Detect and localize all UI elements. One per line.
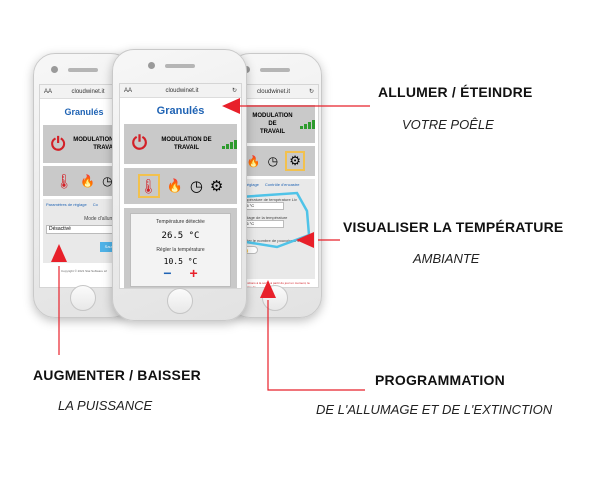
logo-text: Granulés [156, 105, 205, 117]
url-text[interactable]: cloudwinet.it [256, 88, 290, 95]
logo: Granulés [120, 98, 241, 124]
status-panel: ⏻ MODULATION DE TRAVAIL [124, 124, 237, 164]
annotation-boost-sub: LA PUISSANCE [58, 398, 153, 413]
function-icons: 🌡 🔥 ◷ ⚙ [124, 168, 237, 204]
annotation-temp-sub: AMBIANTE [413, 251, 480, 266]
temperature-panel: Température détectée 26.5 °C Régler la t… [124, 208, 237, 288]
mode-label: Mode d'allumage [84, 216, 122, 222]
temp-detected-label: Température détectée [156, 219, 205, 225]
reload-icon[interactable]: ↻ [308, 89, 314, 95]
clock-icon[interactable]: ◷ [267, 154, 279, 168]
cyan-path [239, 191, 311, 249]
camera [147, 62, 155, 69]
browser-url-bar[interactable]: AA cloudwinet.it [40, 85, 128, 99]
clock-icon[interactable]: ◷ [189, 178, 203, 195]
power-icon[interactable]: ⏻ [132, 133, 148, 154]
flame-icon[interactable]: 🔥 [246, 155, 261, 168]
function-icons: 🌡 🔥 ◷ [43, 166, 125, 196]
browser-url-bar[interactable]: AA cloudwinet.it ↻ [120, 84, 241, 98]
text-size-button[interactable]: AA [124, 87, 133, 94]
annotation-prog-sub: DE L'ALLUMAGE ET DE L'EXTINCTION [316, 402, 553, 417]
gear-icon[interactable]: ⚙ [285, 151, 306, 171]
thermometer-icon[interactable]: 🌡 [55, 172, 74, 189]
thermometer-icon[interactable]: 🌡 [137, 174, 160, 198]
row1-label: Température de température Liv [240, 197, 297, 202]
power-icon[interactable]: ⏻ [51, 133, 66, 154]
row3-label: Régler le nombre de pouvoirs à 4 [240, 238, 300, 243]
speaker [68, 68, 98, 72]
logo-text: Granulés [64, 107, 104, 117]
settings-panel: Paramètres de réglage Co Mode d'allumage… [43, 199, 125, 263]
program-panel: de réglage Contrôle d'encastre Températu… [237, 179, 315, 279]
tab-other[interactable]: Co [92, 202, 98, 207]
annotation-power-sub: VOTRE POÊLE [402, 117, 494, 132]
home-button [166, 288, 193, 314]
phone-left-screen: AA cloudwinet.it Granulés ⏻ MODULATION T… [39, 84, 129, 288]
annotation-power-title: ALLUMER / ÉTEINDRE [378, 84, 533, 100]
save-button[interactable]: Sauver [100, 242, 122, 252]
gear-icon[interactable]: ⚙ [209, 178, 224, 195]
row2-label: Réglage de la température [240, 215, 288, 220]
speaker [260, 68, 290, 72]
browser-url-bar[interactable]: cloudwinet.it ↻ [234, 85, 318, 99]
tab-settings[interactable]: Paramètres de réglage [46, 202, 87, 207]
temperature-card: Température détectée 26.5 °C Régler la t… [130, 213, 231, 287]
increase-button[interactable]: + [189, 265, 198, 281]
temp-detected-value: 26.5 °C [161, 231, 200, 241]
signal-icon [300, 119, 315, 129]
tab-settings[interactable]: de réglage [240, 182, 259, 187]
phone-center: AA cloudwinet.it ↻ Granulés ⏻ MODULATION… [112, 49, 247, 321]
annotation-prog-title: PROGRAMMATION [375, 372, 505, 388]
reload-icon[interactable]: ↻ [231, 88, 237, 94]
mode-select[interactable]: Désactivé [46, 225, 122, 234]
temp-set-value: 10.5 °C [163, 257, 198, 266]
tab-control[interactable]: Contrôle d'encastre [264, 182, 300, 187]
phone-center-screen: AA cloudwinet.it ↻ Granulés ⏻ MODULATION… [119, 83, 242, 289]
speaker [164, 64, 195, 68]
url-text[interactable]: cloudwinet.it [165, 87, 199, 94]
annotation-temp-title: VISUALISER LA TEMPÉRATURE [343, 219, 564, 235]
function-icons: 🔥 ◷ ⚙ [237, 146, 315, 176]
decrease-button[interactable]: − [163, 265, 172, 281]
footer-text: Copyright © 2021 Stai Software srl [60, 269, 108, 273]
home-button [70, 285, 96, 311]
status-text: MODULATION DE TRAVAIL [161, 137, 212, 151]
clock-icon[interactable]: ◷ [102, 174, 113, 188]
logo: Granulés [40, 99, 128, 125]
url-text[interactable]: cloudwinet.it [71, 88, 105, 95]
flame-icon[interactable]: 🔥 [166, 178, 183, 193]
camera [51, 66, 58, 73]
annotation-boost-title: AUGMENTER / BAISSER [33, 367, 201, 383]
flame-icon[interactable]: 🔥 [80, 174, 96, 188]
text-size-button[interactable]: AA [44, 88, 53, 95]
temp-set-label: Régler la température [156, 247, 205, 253]
signal-icon [222, 139, 237, 149]
home-button [262, 285, 288, 311]
